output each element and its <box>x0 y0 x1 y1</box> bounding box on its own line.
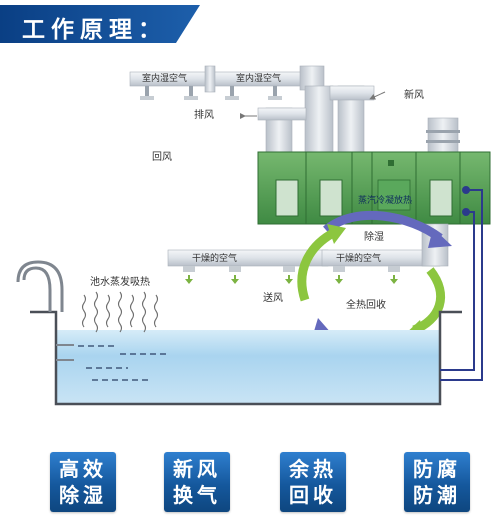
indoor-air-duct <box>129 65 334 153</box>
circulation-arrows <box>297 210 452 360</box>
fresh-air-label: 新风 <box>404 90 424 101</box>
feature-waste-heat-recovery: 余热 回收 <box>280 452 346 512</box>
feature-line-2: 防潮 <box>413 483 461 507</box>
indoor-air-label-2: 室内湿空气 <box>236 74 282 84</box>
page-title: 工作原理： <box>22 17 167 43</box>
supply-air-label: 送风 <box>263 293 283 304</box>
return-air-label: 回风 <box>152 152 172 163</box>
fresh-air-duct <box>257 85 375 153</box>
feature-line-2: 换气 <box>173 483 221 507</box>
swimming-pool <box>16 260 462 406</box>
dehumidify-label: 除湿 <box>364 232 384 243</box>
feature-line-1: 余热 <box>289 457 337 481</box>
dry-air-label-1: 干燥的空气 <box>192 254 238 264</box>
feature-line-1: 新风 <box>173 457 221 481</box>
heat-recovery-label: 全热回收 <box>346 300 386 311</box>
indoor-air-label-1: 室内湿空气 <box>142 74 188 84</box>
feature-fresh-air-exchange: 新风 换气 <box>164 452 230 512</box>
feature-line-2: 回收 <box>289 483 337 507</box>
exhaust-label: 排风 <box>194 110 214 121</box>
feature-line-1: 高效 <box>59 457 107 481</box>
feature-anti-corrosion: 防腐 防潮 <box>404 452 470 512</box>
feature-line-1: 防腐 <box>413 457 461 481</box>
fan-icon <box>426 117 460 153</box>
water-pipes <box>440 186 483 381</box>
pool-evaporation-label: 池水蒸发吸热 <box>90 277 150 288</box>
title-banner <box>0 5 200 43</box>
condenser-label: 蒸汽冷凝放热 <box>358 196 413 206</box>
feature-line-2: 除湿 <box>59 483 107 507</box>
evaporation-lines <box>81 291 159 333</box>
dry-air-label-2: 干燥的空气 <box>336 254 382 264</box>
feature-efficient-dehumidify: 高效 除湿 <box>50 452 116 512</box>
supply-air-duct <box>167 223 449 284</box>
fresh-air-arrow <box>369 91 386 100</box>
